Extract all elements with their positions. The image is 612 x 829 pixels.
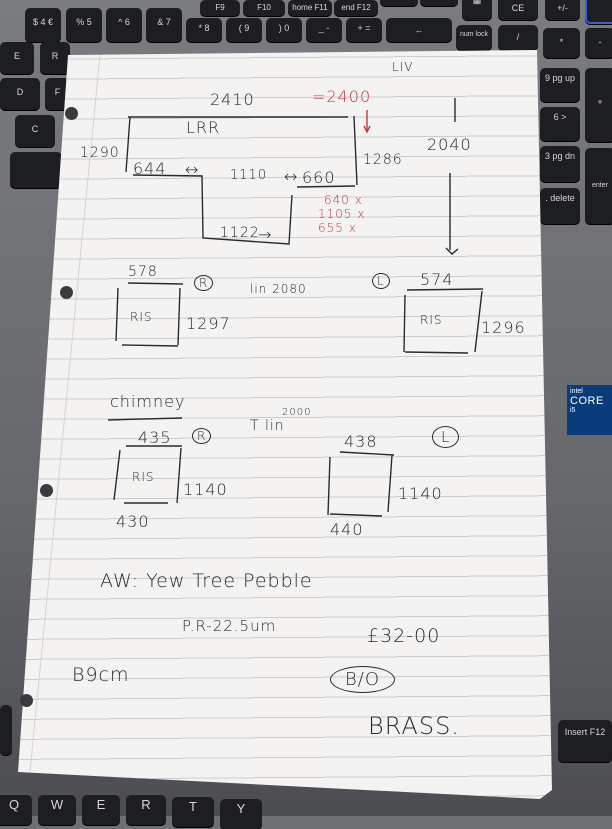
- window-r-height: 1297: [186, 314, 231, 333]
- key-left-row[interactable]: [10, 152, 62, 188]
- chimney-r-box: [113, 445, 182, 504]
- key-calculator[interactable]: ▦: [462, 0, 492, 20]
- recess-arrow-icon: →: [258, 225, 273, 244]
- key-plus-minus[interactable]: +/-: [545, 0, 580, 20]
- key-9[interactable]: ( 9: [226, 18, 262, 42]
- punch-hole: [60, 286, 73, 299]
- key-numpad-plus[interactable]: +: [585, 68, 612, 142]
- chimney-l-height: 1140: [398, 484, 443, 503]
- chimney-r-height: 1140: [183, 480, 228, 499]
- chimney-l-top: 438: [344, 432, 378, 451]
- note-aw: AW: Yew Tree Pebble: [100, 570, 313, 592]
- note-room: LRR: [186, 118, 221, 137]
- lrr-wall-outline: [125, 115, 358, 245]
- note-liv-height: 2040: [427, 135, 472, 154]
- key-minus[interactable]: _ -: [306, 18, 342, 42]
- key-insert-f12[interactable]: Insert F12: [558, 720, 612, 762]
- key-e[interactable]: E: [0, 42, 34, 74]
- key-subtract[interactable]: -: [585, 28, 612, 58]
- intel-core-sticker: intel CORE i5: [567, 385, 612, 435]
- key-numpad-3[interactable]: 3 pg dn: [540, 146, 580, 182]
- key-left-bottom[interactable]: [0, 705, 12, 755]
- window-r-label: RIS: [130, 310, 153, 324]
- key-r[interactable]: R: [40, 42, 70, 74]
- key-7[interactable]: & 7: [146, 8, 182, 42]
- key-6[interactable]: ^ 6: [106, 8, 142, 42]
- punch-hole: [20, 694, 33, 707]
- chimney-r-side: R: [192, 428, 212, 444]
- chimney-l-side: L: [432, 426, 460, 448]
- key-numpad-9[interactable]: 9 pg up: [540, 68, 580, 102]
- key-backspace[interactable]: ←: [386, 18, 452, 42]
- key-f11[interactable]: home F11: [288, 0, 332, 16]
- note-top-width: 2410: [210, 90, 255, 109]
- key-f9[interactable]: F9: [200, 0, 240, 16]
- window-l-width: 574: [420, 270, 454, 289]
- window-r-width: 578: [128, 264, 158, 280]
- red-down-arrow: [363, 110, 371, 134]
- chimney-r-top: 435: [138, 428, 172, 447]
- key-equals[interactable]: + =: [346, 18, 382, 42]
- key-multiply[interactable]: *: [543, 28, 580, 58]
- liv-arrow: [445, 98, 459, 255]
- note-depth: B9cm: [72, 664, 130, 686]
- key-f10[interactable]: F10: [243, 0, 285, 16]
- chimney-underline: [107, 417, 183, 421]
- red-check-3: 655 x: [318, 221, 357, 235]
- red-check-1: 640 x: [324, 193, 363, 207]
- key-4[interactable]: $ 4 €: [25, 8, 61, 42]
- window-r-box: [115, 282, 184, 347]
- window-l-height: 1296: [481, 318, 526, 337]
- window-r-side: R: [194, 275, 214, 291]
- chimney-r-bottom: 430: [116, 512, 150, 531]
- note-recess-width: 1122: [220, 225, 260, 241]
- note-left-segment: 644: [133, 159, 167, 178]
- key-divide[interactable]: /: [498, 25, 538, 50]
- key-ce[interactable]: CE: [498, 0, 538, 20]
- key-5[interactable]: % 5: [66, 8, 102, 42]
- window-l-box: [403, 288, 484, 354]
- note-middle-segment: 1110: [230, 168, 268, 183]
- note-lin: lin 2080: [250, 282, 307, 296]
- key-insert[interactable]: insert: [380, 0, 418, 6]
- key-num-lock[interactable]: num lock: [456, 25, 492, 50]
- key-c[interactable]: C: [15, 115, 55, 147]
- key-8[interactable]: * 8: [186, 18, 222, 42]
- note-right-segment: 660: [302, 168, 336, 187]
- note-right-height: 1286: [363, 152, 403, 168]
- chimney-t: T lin: [250, 418, 285, 434]
- key-numpad-enter[interactable]: enter: [585, 148, 612, 224]
- chimney-r-label: RIS: [132, 470, 155, 484]
- punch-hole: [40, 484, 53, 497]
- window-l-label: RIS: [420, 313, 443, 327]
- note-top-width-corrected: =2400: [312, 87, 372, 106]
- left-arrow-icon: ↔: [185, 160, 200, 179]
- key-power[interactable]: [585, 0, 612, 24]
- key-0[interactable]: ) 0: [266, 18, 302, 42]
- chimney-l-box: [327, 451, 395, 517]
- calculator-icon: ▦: [472, 0, 482, 5]
- note-brass: BRASS.: [368, 712, 460, 740]
- note-liv: LIV: [392, 60, 414, 74]
- chimney-l-bottom: 440: [330, 520, 364, 539]
- note-pr: P.R-22.5um: [182, 617, 277, 635]
- key-numpad-delete[interactable]: . delete: [540, 188, 580, 224]
- key-f12[interactable]: end F12: [334, 0, 378, 16]
- punch-hole: [65, 107, 78, 120]
- key-delete[interactable]: delete: [420, 0, 458, 6]
- chimney-t-value: 2000: [282, 407, 312, 418]
- right-arrow-icon: ↔: [284, 167, 299, 186]
- window-l-side: L: [372, 273, 390, 289]
- key-numpad-6[interactable]: 6 >: [540, 107, 580, 141]
- red-check-2: 1105 x: [318, 207, 366, 221]
- note-bo: B/O: [330, 666, 396, 693]
- note-price: £32-00: [367, 625, 441, 647]
- key-d[interactable]: D: [0, 78, 40, 110]
- note-left-height: 1290: [80, 145, 120, 161]
- chimney-title: chimney: [110, 392, 186, 411]
